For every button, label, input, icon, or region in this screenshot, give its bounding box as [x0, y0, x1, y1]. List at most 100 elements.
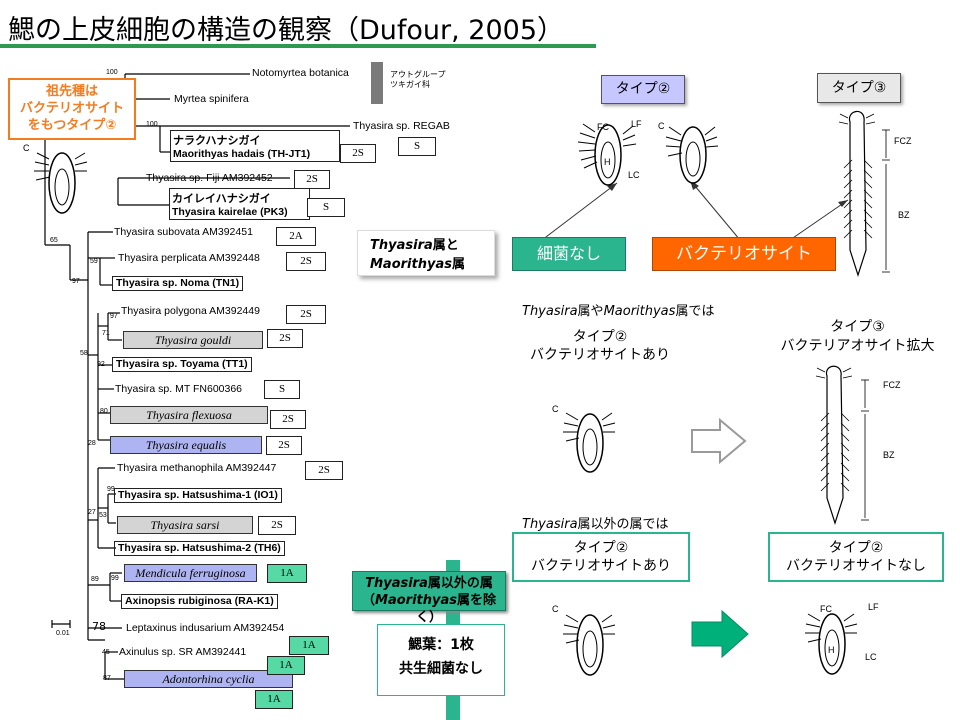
no-bacteria-box: 細菌なし	[512, 237, 626, 271]
taxon-label-grey: Thyasira sarsi	[117, 516, 253, 534]
gill-type-tag: 1A	[267, 564, 307, 583]
taxon-label: Thyasira sp. REGAB	[353, 120, 450, 132]
taxon-label: Thyasira subovata AM392451	[114, 226, 253, 238]
taxon-label: Thyasira perplicata AM392448	[118, 252, 260, 264]
genus-text: 属	[451, 257, 465, 272]
gill-type-tag: 1A	[255, 690, 293, 709]
genus-name: Thyasira	[522, 517, 578, 532]
bootstrap-label: 58	[80, 350, 88, 357]
scale-bar-label: 0.01	[56, 630, 70, 637]
bootstrap-label: 97	[72, 278, 80, 285]
taxon-box: Thyasira sp. Hatsushima-1 (IO1)	[114, 488, 282, 503]
genus-name: Maorithyas	[375, 593, 457, 608]
box-line: 鰓葉：1枚	[408, 637, 474, 653]
bootstrap-label: 99	[107, 486, 115, 493]
gill-filament-illustration: C	[552, 404, 616, 473]
svg-text:C: C	[552, 604, 559, 614]
gill-type-tag: S	[307, 198, 345, 217]
bootstrap-label: 80	[100, 408, 108, 415]
box-line: バクテリオサイトなし	[786, 558, 926, 574]
taxon-label: Axinulus sp. SR AM392441	[119, 646, 247, 658]
gill-type-tag: 2S	[340, 144, 376, 163]
gill-type-tag: 2A	[276, 227, 316, 246]
bootstrap-label: 99	[111, 575, 119, 582]
gill-type-tag: 2S	[258, 516, 296, 535]
taxon-label: Thyasira methanophila AM392447	[117, 462, 277, 474]
genus-name: Thyasira	[522, 304, 578, 319]
heading-text: 属では	[675, 304, 715, 319]
bootstrap-label: 87	[103, 675, 111, 682]
taxon-label: Thyasira kairelae (PK3)	[172, 206, 288, 218]
gill-info-box: 鰓葉：1枚 共生細菌なし	[377, 624, 505, 696]
box-text: （	[362, 593, 376, 608]
bootstrap-label: 89	[91, 576, 99, 583]
slide-title: 鰓の上皮細胞の構造の観察（Dufour, 2005）	[8, 15, 565, 46]
gill-type-tag: 1A	[289, 636, 329, 655]
svg-text:LC: LC	[865, 652, 877, 662]
gill-filament-illustration: C	[658, 121, 719, 184]
taxon-label-grey: Thyasira gouldi	[123, 331, 263, 349]
gill-filament-illustration: FC LF LC H	[805, 602, 879, 675]
caption: バクテリオサイトあり	[530, 347, 670, 363]
gill-type-tag: 2S	[286, 252, 326, 271]
gill-type-tag: 1A	[267, 656, 305, 675]
genus-name: Thyasira	[370, 238, 433, 253]
box-line: タイプ②	[573, 540, 629, 556]
type3-label: タイプ③	[817, 73, 901, 103]
taxon-label: Maorithyas hadais (TH-JT1)	[173, 148, 311, 160]
svg-text:LC: LC	[628, 170, 640, 180]
taxon-box: ナラクハナシガイ Maorithyas hadais (TH-JT1)	[170, 130, 340, 162]
bootstrap-label: 92	[97, 361, 105, 368]
caption: タイプ③	[830, 319, 885, 335]
box-text: 属を除く）	[415, 593, 496, 625]
svg-text:FC: FC	[820, 604, 832, 614]
gill-filament-illustration: FC LF LC H	[577, 119, 642, 186]
bootstrap-label: 100	[146, 121, 158, 128]
elongated-gill-filament-illustration: FCZ BZ	[815, 365, 901, 525]
gill-type-tag: 2S	[294, 170, 330, 189]
heading-text: 属以外の属では	[577, 517, 669, 532]
caption: バクテリアオサイト拡大	[780, 338, 935, 354]
gill-filament-illustration: C	[23, 143, 88, 214]
taxon-box: Thyasira sp. Toyama (TT1)	[112, 357, 252, 372]
svg-text:C: C	[23, 143, 30, 153]
taxon-japanese-name: カイレイハナシガイ	[172, 193, 271, 205]
bootstrap-label: 97	[110, 313, 118, 320]
taxon-japanese-name: ナラクハナシガイ	[173, 135, 261, 147]
svg-text:LF: LF	[631, 119, 642, 129]
box-line: バクテリオサイトあり	[531, 558, 671, 574]
taxon-label: Thyasira sp. MT FN600366	[115, 383, 243, 395]
genus-name: Maorithyas	[603, 304, 676, 319]
svg-text:H: H	[828, 645, 835, 655]
taxon-label-blue: Thyasira equalis	[110, 436, 262, 454]
genus-name: Thyasira	[365, 576, 428, 591]
bootstrap-label: 65	[50, 237, 58, 244]
type2-no-bacteriocyte-box: タイプ② バクテリオサイトなし	[768, 532, 944, 582]
taxon-label: Leptaxinus indusarium AM392454	[126, 622, 285, 634]
taxon-label-blue: Mendicula ferruginosa	[124, 564, 257, 582]
title-underline	[0, 44, 596, 48]
taxon-box: Axinopsis rubiginosa (RA-K1)	[121, 594, 278, 609]
gill-type-tag: S	[398, 137, 436, 156]
outgroup-label: アウトグループ ツキガイ科	[390, 70, 446, 89]
taxon-box: Thyasira sp. Noma (TN1)	[112, 276, 244, 291]
bootstrap-label: 59	[90, 258, 98, 265]
gill-type-tag: 2S	[305, 461, 343, 480]
genus-note-box: Thyasira属と Maorithyas属	[357, 230, 495, 276]
taxon-label: Thyasira sp. Fiji AM392452	[146, 172, 273, 184]
bootstrap-label: 100	[106, 69, 118, 76]
gill-filament-illustration: C	[552, 604, 616, 676]
svg-text:FCZ: FCZ	[894, 136, 912, 146]
taxon-box: Thyasira sp. Hatsushima-2 (TH6)	[114, 541, 285, 556]
bacteriocyte-box: バクテリオサイト	[652, 237, 836, 271]
box-line: 共生細菌なし	[399, 661, 483, 677]
taxon-box: カイレイハナシガイ Thyasira kairelae (PK3)	[169, 188, 310, 220]
taxon-label-grey: Thyasira flexuosa	[110, 406, 268, 424]
bootstrap-label: 27	[88, 509, 96, 516]
section-heading: Thyasira属以外の属では	[522, 513, 669, 532]
svg-text:C: C	[552, 404, 559, 414]
svg-text:C: C	[658, 121, 665, 131]
other-genus-box: Thyasira属以外の属 （Maorithyas属を除く）	[352, 571, 506, 625]
taxon-label: Thyasira polygona AM392449	[121, 305, 260, 317]
